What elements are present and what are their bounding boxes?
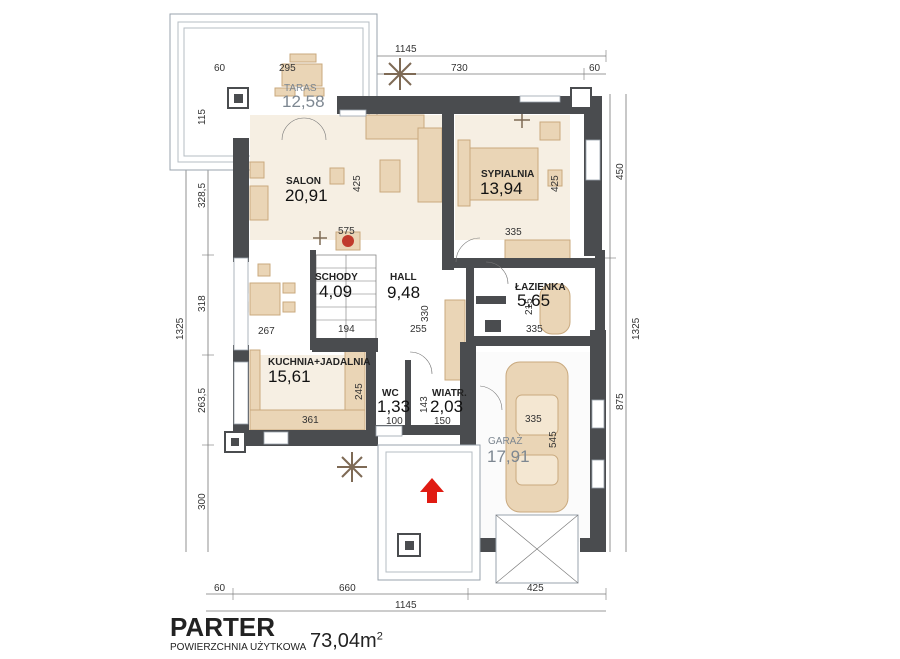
dim-int-335-laz: 335 xyxy=(526,324,543,335)
dim-int-100: 100 xyxy=(386,416,403,427)
room-kuchnia-name: KUCHNIA+JADALNIA xyxy=(268,357,371,368)
dim-left-115: 115 xyxy=(197,109,208,125)
title-block: PARTER POWIERZCHNIA UŻYTKOWA 73,04m2 xyxy=(170,612,383,653)
dim-int-335-syp: 335 xyxy=(505,227,522,238)
dim-int-361: 361 xyxy=(302,415,319,426)
doors xyxy=(281,117,579,584)
dim-int-335-gar: 335 xyxy=(525,414,542,425)
room-schody-name: SCHODY xyxy=(315,272,358,283)
dim-left-3285: 328,5 xyxy=(197,183,208,208)
room-sypialnia-area: 13,94 xyxy=(480,179,523,198)
dim-top-taras: 295 xyxy=(279,63,296,74)
dim-bottom-mid: 660 xyxy=(339,583,356,594)
room-hall-name: HALL xyxy=(390,272,417,283)
dim-right-875: 875 xyxy=(615,393,626,410)
dim-bottom-total: 1145 xyxy=(395,600,417,611)
dim-int-425-salon: 425 xyxy=(352,175,363,192)
room-garaz-name: GARAŻ xyxy=(488,434,522,447)
dim-int-194: 194 xyxy=(338,324,355,335)
room-wc-name: WC xyxy=(382,388,399,399)
entrance-porch xyxy=(377,444,481,581)
dim-left-318: 318 xyxy=(197,295,208,312)
dim-top-right: 60 xyxy=(589,63,601,74)
usable-area-exponent: 2 xyxy=(376,630,383,643)
room-lazienka-area: 5,65 xyxy=(517,291,550,310)
dim-int-215: 215 xyxy=(524,298,535,315)
room-taras-area: 12,58 xyxy=(282,92,325,111)
dim-int-143: 143 xyxy=(419,396,430,413)
room-taras-name: TARAS xyxy=(284,83,317,94)
dim-bottom-right: 425 xyxy=(527,583,544,594)
room-wiatr-area: 2,03 xyxy=(430,397,463,416)
dim-int-330: 330 xyxy=(420,305,431,322)
room-labels: TARAS 12,58 SALON 20,91 SYPIALNIA 13,94 … xyxy=(268,83,566,466)
room-lazienka-name: ŁAZIENKA xyxy=(515,282,566,293)
dim-int-255: 255 xyxy=(410,324,427,335)
dim-int-425-syp: 425 xyxy=(550,175,561,192)
dim-right-total: 1325 xyxy=(631,317,642,340)
dim-top-main: 730 xyxy=(451,63,468,74)
usable-area-label: POWIERZCHNIA UŻYTKOWA xyxy=(170,642,307,653)
room-salon-area: 20,91 xyxy=(285,186,328,205)
room-schody-area: 4,09 xyxy=(319,282,352,301)
usable-area-value: 73,04m2 xyxy=(310,630,383,653)
room-hall-area: 9,48 xyxy=(387,283,420,302)
room-garaz-area: 17,91 xyxy=(487,447,530,466)
dim-int-545: 545 xyxy=(548,431,559,448)
room-wc-area: 1,33 xyxy=(377,397,410,416)
dim-bottom-left: 60 xyxy=(214,583,226,594)
room-wiatr-name: WIATR. xyxy=(432,388,467,399)
usable-area-number: 73,04m xyxy=(310,630,377,652)
floor-title: PARTER xyxy=(170,612,275,642)
dim-int-245: 245 xyxy=(354,383,365,400)
dim-left-total: 1325 xyxy=(175,317,186,340)
room-kuchnia-area: 15,61 xyxy=(268,367,311,386)
plants xyxy=(313,58,530,482)
entrance-arrow-icon xyxy=(420,478,444,503)
dim-int-575: 575 xyxy=(338,226,355,237)
room-sypialnia-name: SYPIALNIA xyxy=(481,169,534,180)
dimension-labels: 1145 60 295 730 60 60 660 425 1145 1325 … xyxy=(175,44,642,611)
dim-left-300: 300 xyxy=(197,493,208,510)
dim-left-2635: 263,5 xyxy=(197,388,208,413)
furniture xyxy=(235,114,571,513)
dim-right-450: 450 xyxy=(615,163,626,180)
dim-int-267: 267 xyxy=(258,326,275,337)
dim-top-total: 1145 xyxy=(395,44,417,55)
dim-int-150: 150 xyxy=(434,416,451,427)
dim-top-left: 60 xyxy=(214,63,226,74)
room-salon-name: SALON xyxy=(286,176,321,187)
